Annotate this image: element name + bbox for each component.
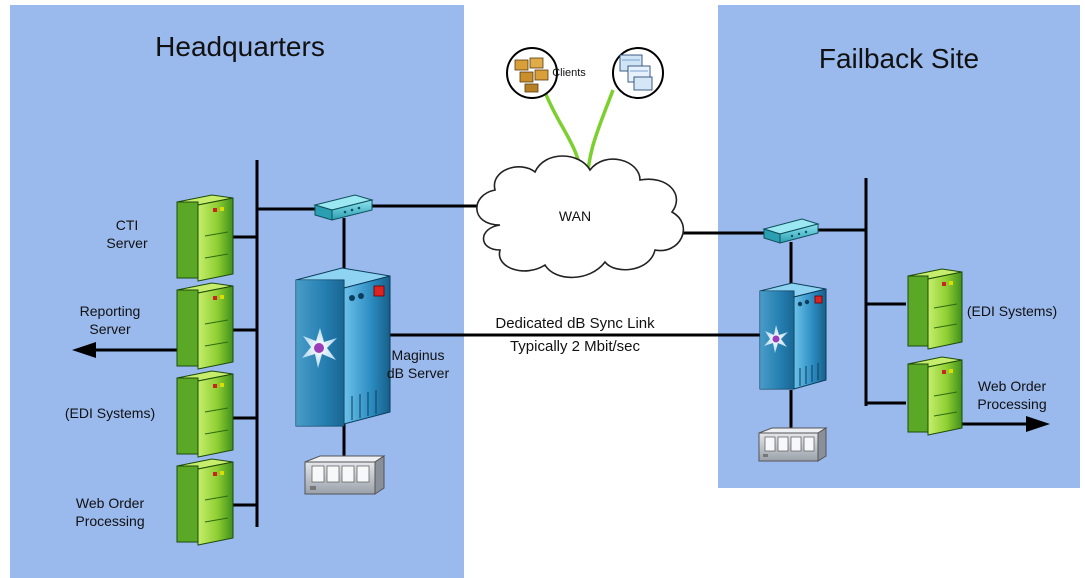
failback-db-server-icon — [759, 282, 827, 390]
failback-edi-server-icon — [907, 268, 963, 350]
failback-web-order-server-icon — [907, 356, 963, 436]
headquarters-title: Headquarters — [155, 31, 325, 62]
label-line: Processing — [75, 513, 144, 529]
label-line: Server — [89, 321, 131, 337]
failback-switch-icon — [762, 218, 820, 244]
failback-storage-array-icon — [758, 427, 828, 462]
failback-region — [718, 5, 1080, 488]
wan-label: WAN — [559, 208, 591, 224]
sync-link-label-line1: Dedicated dB Sync Link — [495, 315, 655, 332]
failback-title: Failback Site — [819, 43, 979, 74]
label-line: dB Server — [387, 365, 450, 381]
headquarters-region — [10, 5, 464, 578]
wan-cloud: WAN — [476, 155, 684, 279]
failback-edi-systems-label: (EDI Systems) — [967, 303, 1057, 319]
web-order-output-arrow — [950, 416, 1050, 432]
cti-server-icon — [176, 194, 234, 282]
label-line: (EDI Systems) — [65, 405, 155, 421]
label-line: Processing — [977, 396, 1046, 412]
sync-link-label-line2: Typically 2 Mbit/sec — [510, 338, 641, 355]
label-line: Reporting — [80, 303, 141, 319]
label-line: Web Order — [76, 495, 145, 511]
label-line: Server — [106, 235, 148, 251]
clients-group: Clients — [506, 47, 664, 99]
reporting-output-arrow — [72, 342, 182, 358]
hq-star-emblem-icon — [302, 328, 337, 368]
hq-storage-array-icon — [304, 455, 386, 495]
label-line: Maginus — [392, 347, 445, 363]
hq-edi-server-icon — [176, 370, 234, 458]
client-left-icon — [506, 47, 558, 99]
failback-star-emblem-icon — [764, 325, 788, 353]
label-line: CTI — [116, 217, 139, 233]
cti-server-label: CTI Server — [106, 217, 148, 251]
hq-edi-systems-label: (EDI Systems) — [65, 405, 155, 421]
clients-label: Clients — [552, 67, 586, 79]
client-right-icon — [612, 47, 664, 99]
main-db-server-label: Maginus dB Server — [387, 347, 450, 381]
hq-web-order-server-icon — [176, 458, 234, 546]
reporting-server-icon — [176, 282, 234, 370]
hq-main-db-server-icon — [295, 267, 391, 427]
network-links — [233, 160, 906, 527]
label-line: (EDI Systems) — [967, 303, 1057, 319]
label-line: Web Order — [978, 378, 1047, 394]
hq-switch-icon — [313, 194, 374, 221]
